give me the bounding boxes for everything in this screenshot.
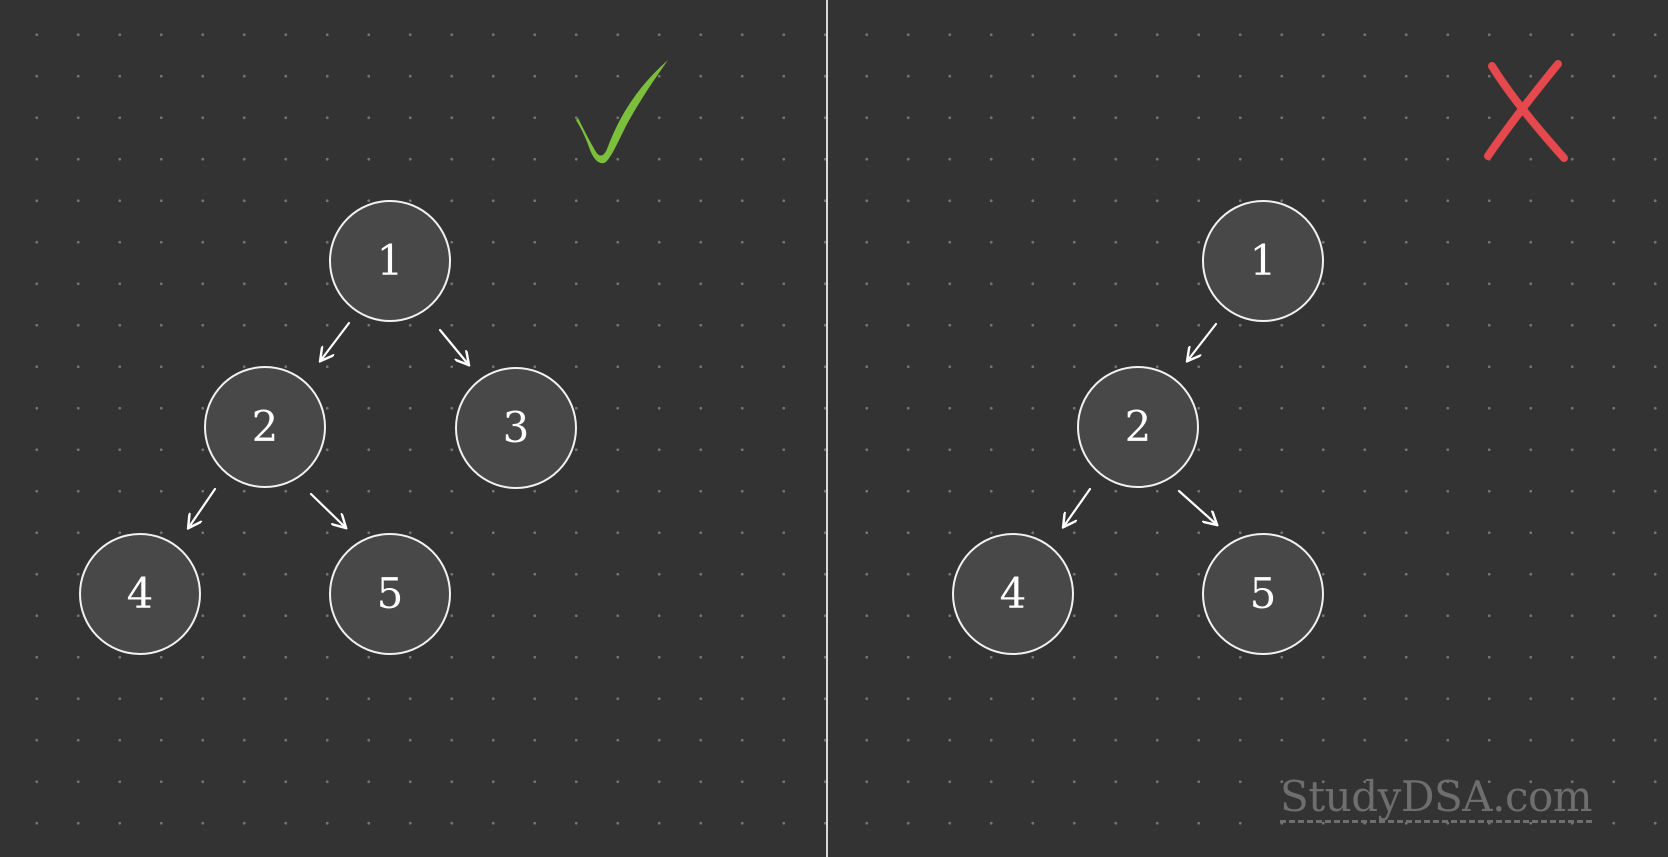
- edge-1-2: [1188, 322, 1218, 360]
- panel-divider: [826, 0, 828, 857]
- node-label: 4: [999, 569, 1027, 618]
- cross-icon: [1484, 60, 1568, 162]
- tree-node: 3: [455, 367, 577, 489]
- left-tree-edges: [0, 321, 826, 857]
- node-label: 2: [1124, 402, 1152, 451]
- edge-2-5: [1177, 489, 1216, 524]
- tree-node: 2: [1077, 366, 1199, 488]
- node-label: 1: [1249, 236, 1277, 285]
- tree-node: 4: [79, 533, 201, 655]
- left-panel: 1 2 3 4 5: [0, 0, 826, 857]
- tree-node: 5: [1202, 533, 1324, 655]
- tree-node: 2: [204, 366, 326, 488]
- node-label: 2: [251, 402, 279, 451]
- check-icon: [576, 60, 668, 164]
- node-label: 1: [376, 236, 404, 285]
- right-panel: 1 2 4 5: [828, 0, 1668, 857]
- edge-2-4: [189, 487, 217, 527]
- edge-2-4: [1064, 487, 1092, 526]
- edge-1-2: [321, 321, 351, 360]
- node-label: 5: [376, 569, 404, 618]
- tree-node: 4: [952, 533, 1074, 655]
- watermark-text: StudyDSA.com: [1280, 774, 1593, 824]
- edge-1-3: [438, 328, 468, 364]
- right-tree-edges: [828, 322, 1668, 857]
- tree-node: 1: [329, 200, 451, 322]
- node-label: 5: [1249, 569, 1277, 618]
- tree-node: 5: [329, 533, 451, 655]
- node-label: 3: [502, 403, 530, 452]
- edge-2-5: [309, 492, 345, 527]
- node-label: 4: [126, 569, 154, 618]
- tree-node: 1: [1202, 200, 1324, 322]
